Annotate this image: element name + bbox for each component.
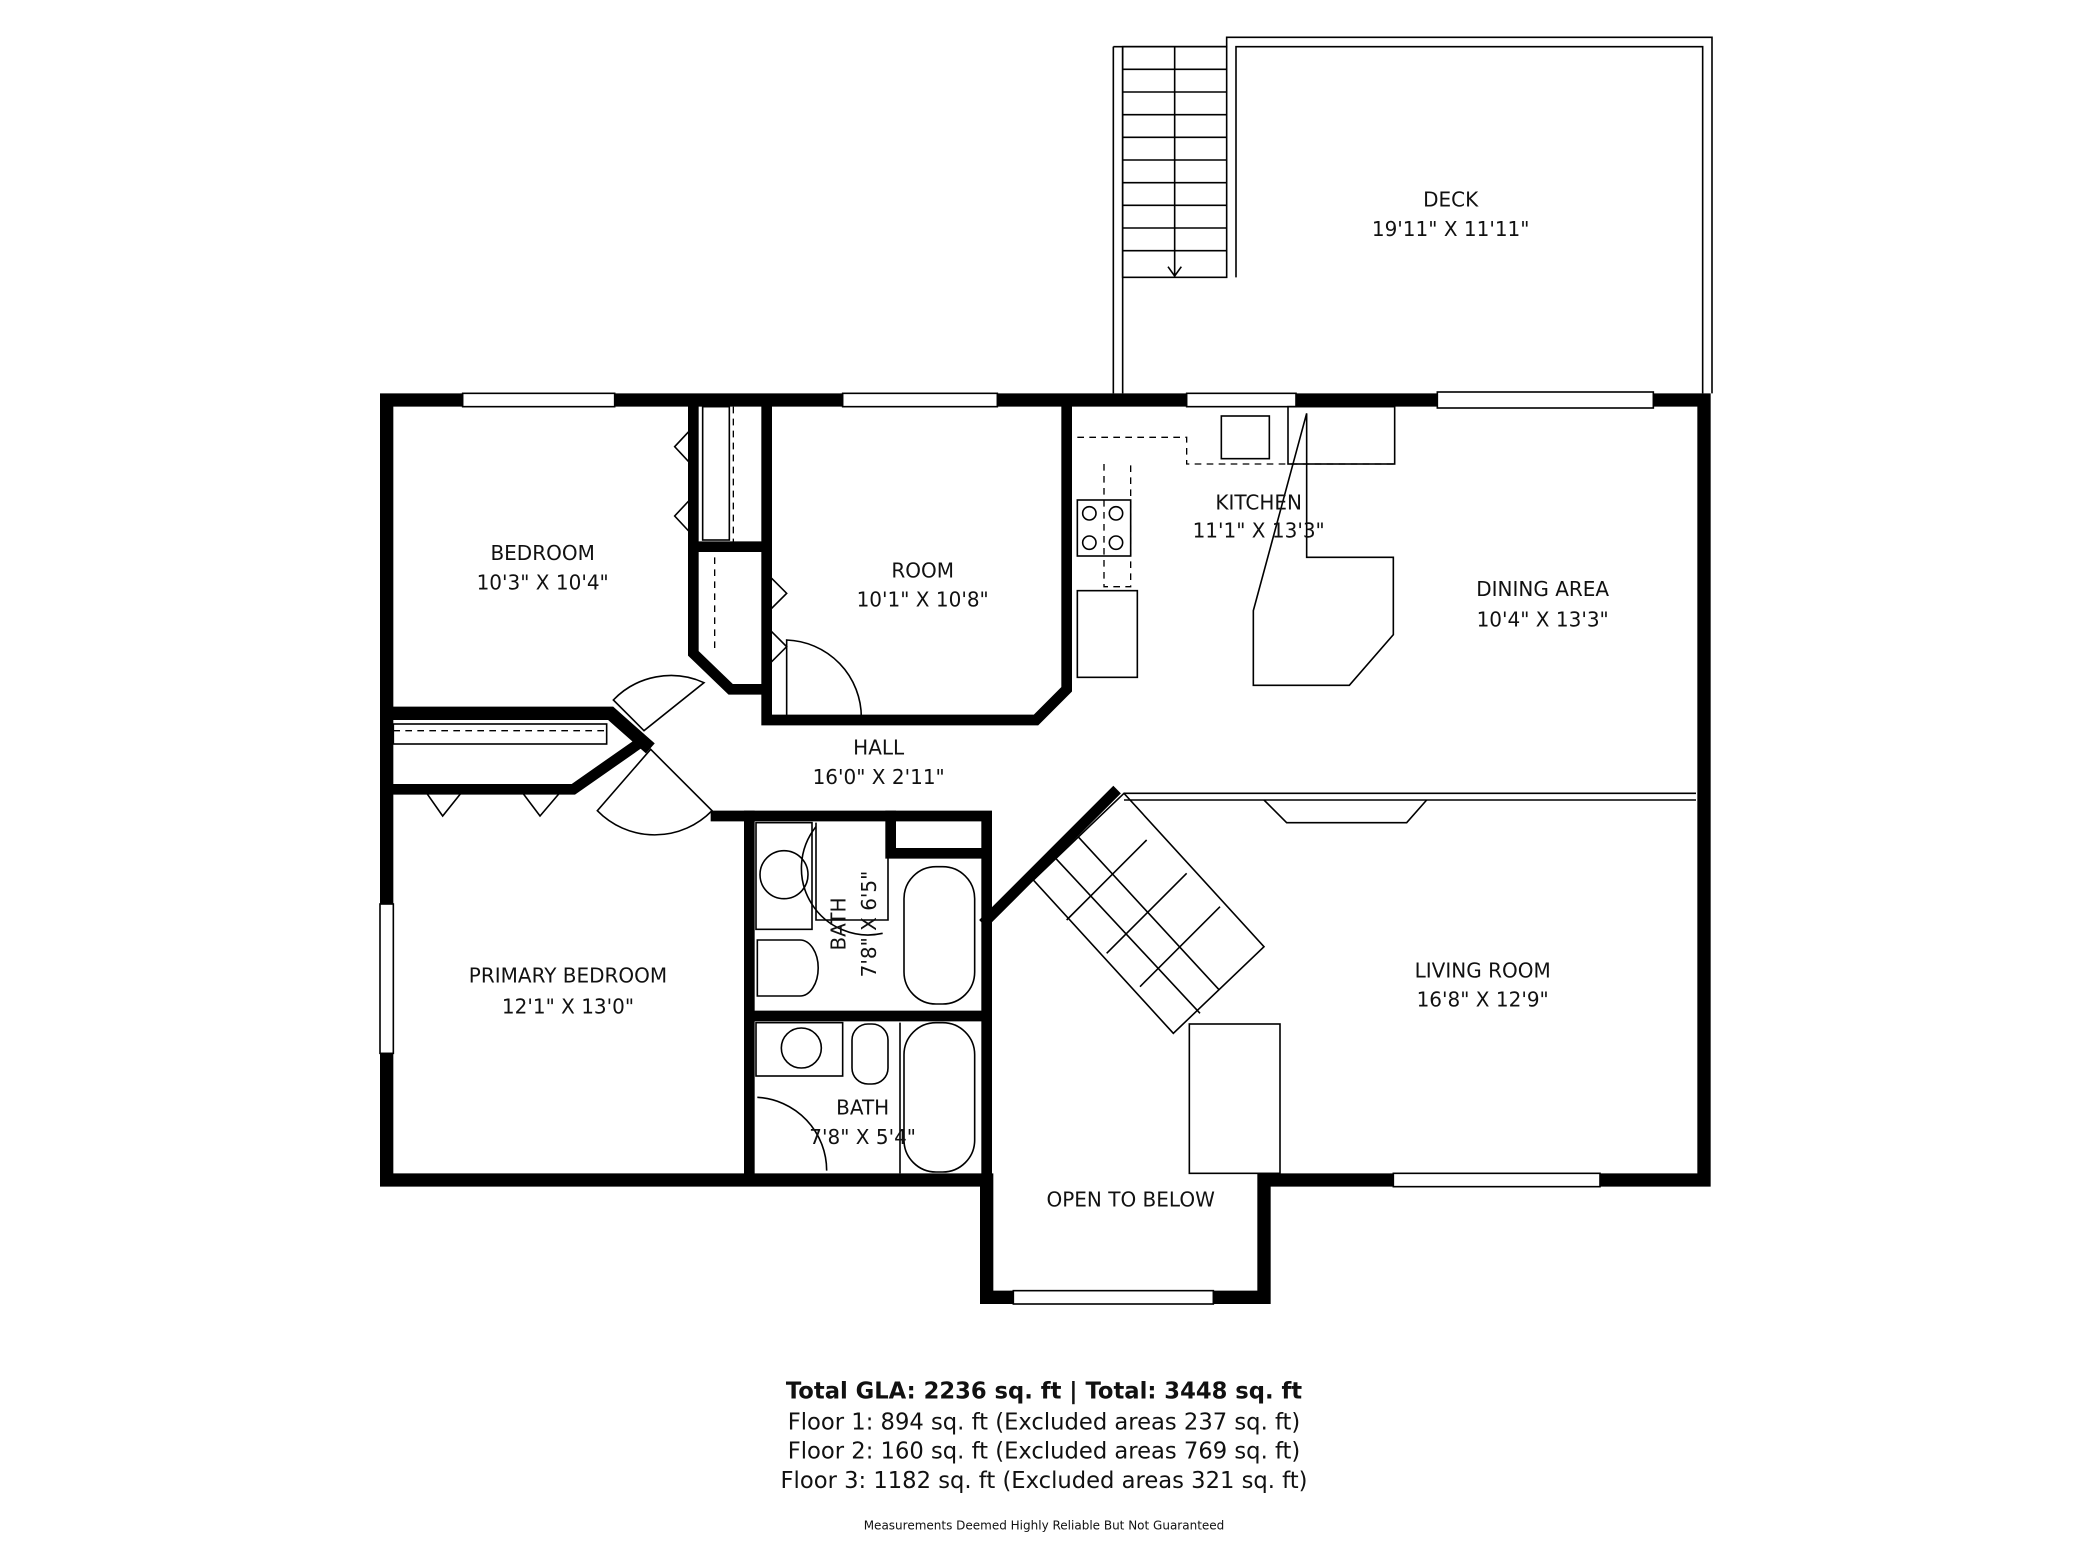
room-bath-upper: BATH 7'8" X 6'5" bbox=[826, 871, 881, 978]
room-dining-area: DINING AREA 10'4" X 13'3" bbox=[1476, 577, 1609, 632]
floor-3-area: Floor 3: 1182 sq. ft (Excluded areas 321… bbox=[781, 1468, 1308, 1494]
room-size: 10'3" X 10'4" bbox=[477, 570, 609, 594]
room-size: 7'8" X 5'4" bbox=[809, 1125, 916, 1149]
room-bedroom: BEDROOM 10'3" X 10'4" bbox=[477, 541, 609, 594]
room-name: DECK bbox=[1423, 188, 1479, 212]
room-name: ROOM bbox=[891, 558, 954, 582]
room-size: 10'4" X 13'3" bbox=[1477, 608, 1609, 632]
room-size: 10'1" X 10'8" bbox=[857, 588, 989, 612]
room-room: ROOM 10'1" X 10'8" bbox=[857, 558, 989, 611]
deck-outline bbox=[1112, 36, 1713, 394]
room-size: 11'1" X 13'3" bbox=[1193, 518, 1325, 542]
floor-1-area: Floor 1: 894 sq. ft (Excluded areas 237 … bbox=[788, 1409, 1301, 1435]
room-open-to-below: OPEN TO BELOW bbox=[1046, 1188, 1215, 1212]
deck-stairs bbox=[1121, 45, 1228, 279]
room-bath-lower: BATH 7'8" X 5'4" bbox=[809, 1096, 916, 1149]
fixtures bbox=[392, 405, 1396, 1175]
room-size: 12'1" X 13'0" bbox=[502, 994, 634, 1018]
room-name: KITCHEN bbox=[1215, 490, 1302, 514]
disclaimer: Measurements Deemed Highly Reliable But … bbox=[864, 1518, 1225, 1532]
floor-2-area: Floor 2: 160 sq. ft (Excluded areas 769 … bbox=[788, 1439, 1301, 1465]
room-name: LIVING ROOM bbox=[1415, 958, 1551, 982]
room-size: 16'0" X 2'11" bbox=[813, 765, 945, 789]
room-name: PRIMARY BEDROOM bbox=[469, 964, 667, 988]
area-summary: Total GLA: 2236 sq. ft | Total: 3448 sq.… bbox=[781, 1379, 1308, 1533]
exterior-walls bbox=[380, 393, 1711, 1304]
room-primary-bedroom: PRIMARY BEDROOM 12'1" X 13'0" bbox=[469, 964, 667, 1019]
windows bbox=[379, 391, 1655, 1305]
room-name: BATH bbox=[826, 897, 850, 950]
room-kitchen: KITCHEN 11'1" X 13'3" bbox=[1193, 490, 1325, 542]
room-name: DINING AREA bbox=[1476, 577, 1609, 601]
room-size: 19'11" X 11'11" bbox=[1372, 217, 1530, 241]
room-deck: DECK 19'11" X 11'11" bbox=[1372, 188, 1530, 241]
interior-walls bbox=[380, 394, 1696, 1186]
room-name: BATH bbox=[836, 1096, 889, 1120]
room-living-room: LIVING ROOM 16'8" X 12'9" bbox=[1415, 958, 1551, 1011]
room-hall: HALL 16'0" X 2'11" bbox=[813, 736, 945, 789]
room-size: 16'8" X 12'9" bbox=[1417, 988, 1549, 1012]
total-area: Total GLA: 2236 sq. ft | Total: 3448 sq.… bbox=[786, 1379, 1302, 1405]
room-name: BEDROOM bbox=[490, 541, 594, 565]
room-size: 7'8" X 6'5" bbox=[857, 871, 881, 978]
room-name: OPEN TO BELOW bbox=[1046, 1188, 1215, 1212]
room-name: HALL bbox=[853, 736, 905, 760]
